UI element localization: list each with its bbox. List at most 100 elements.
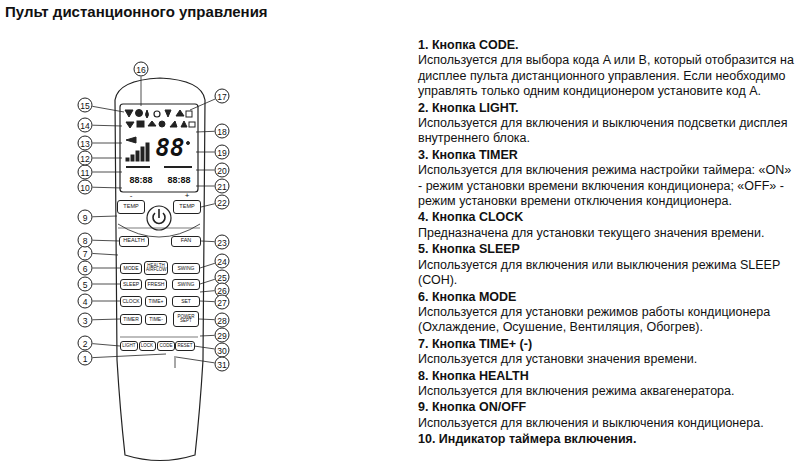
callout-number: 31 [217,360,226,369]
button-label: TEMP [123,204,138,210]
item-description: Используется для включения режима акваге… [418,384,796,399]
remote-shape [176,110,184,116]
callout-number: 17 [217,92,226,101]
item-description: Используется для включения и выключения … [418,116,796,147]
remote-button: SET [172,296,200,307]
leader-line [93,301,121,302]
callout-circle [78,313,92,327]
remote-shape [120,337,198,338]
item-description: Используется для установки режимов работ… [418,305,796,336]
remote-shape [170,121,177,127]
callout-number: 23 [217,238,226,247]
remote-shape [147,206,171,230]
callout-circle [215,124,229,138]
remote-shape [126,137,136,143]
callout-circle [215,163,229,177]
remote-button: FRESH [145,279,167,290]
remote-button: TIME- [145,314,167,325]
callout-circle [78,180,92,194]
item-heading: 4. Кнопка CLOCK [418,210,796,225]
leader-line [196,170,215,171]
display-time: 88:88 [167,176,190,185]
leader-line [93,268,121,269]
remote-button: CLOCK [120,296,142,307]
leader-line [92,106,124,112]
remote-button: CODE [157,341,175,351]
callout-circle [78,151,92,165]
callout-number: 28 [217,316,226,325]
callout-circle [215,235,229,249]
callout-number: 20 [217,166,226,175]
remote-shape [164,166,192,168]
remote-shape [159,121,165,127]
item-description: Используется для установки значения врем… [418,352,796,367]
remote-button: LOCK [139,341,156,351]
callout-number: 11 [81,168,90,177]
remote-shape [131,155,134,161]
remote-shape [118,228,200,229]
remote-shape [189,122,195,127]
leader-line [141,77,142,107]
item-description: Используется для включения режима настро… [418,163,796,209]
leader-line [92,187,122,189]
item-heading: 5. Кнопка SLEEP [418,242,796,257]
item-heading: 8. Кнопка HEALTH [418,369,796,384]
remote-button: FAN [171,236,201,247]
leader-line [201,241,215,243]
display-digits: 88 [156,136,185,160]
button-label: FRESH [148,282,165,287]
callout-circle [78,136,92,150]
remote-button: TEMP [173,200,201,214]
callout-number: 27 [217,298,226,307]
remote-button: TEMP [117,200,145,214]
remote-shape [125,110,133,117]
remote-shape [136,151,139,161]
button-label: CLOCK [122,299,139,304]
leader-line [200,291,215,292]
remote-button: POWER SEPT [173,311,199,327]
callout-circle [78,294,92,308]
leader-line [92,125,122,127]
callout-number: 9 [83,213,88,222]
leader-line [92,354,166,358]
remote-shape [146,110,149,118]
callout-circle [78,233,92,247]
callout-number: 21 [217,182,226,191]
remote-button: SWING [172,263,200,274]
callout-number: 8 [83,236,88,245]
remote-button: LIGHT [120,341,138,351]
leader-line [199,319,215,321]
callout-circle [215,328,229,342]
callout-number: 3 [83,316,88,325]
callout-number: 1 [83,354,88,363]
remote-shape [181,121,187,127]
remote-button: HEALTH [119,236,149,247]
button-label: HEALTH AIRFLOW [146,264,166,273]
leader-line [92,344,120,346]
callout-circle [215,89,229,103]
leader-line [200,279,215,284]
remote-shape [175,356,176,368]
leader-line [92,240,120,242]
callout-number: 18 [217,127,226,136]
callout-circle [215,295,229,309]
callout-circle [78,277,92,291]
remote-shape [126,166,150,168]
remote-button: TIME+ [145,296,167,307]
display-time: 88:88 [129,176,152,185]
item-description: Используется для включения и выключения … [418,416,796,431]
callout-circle [134,62,148,76]
button-label: TIME- [149,317,163,322]
leader-line [200,263,215,268]
button-label: LOCK [141,344,153,349]
remote-button: RESET [175,341,195,351]
item-heading: 6. Кнопка MODE [418,290,796,305]
leader-line [194,346,215,349]
callout-circle [78,165,92,179]
leader-line [93,172,123,173]
remote-shape [187,142,190,145]
callout-number: 19 [217,148,226,157]
callout-circle [78,351,92,365]
button-label: SWING [178,282,195,287]
callout-number: 22 [217,198,226,207]
